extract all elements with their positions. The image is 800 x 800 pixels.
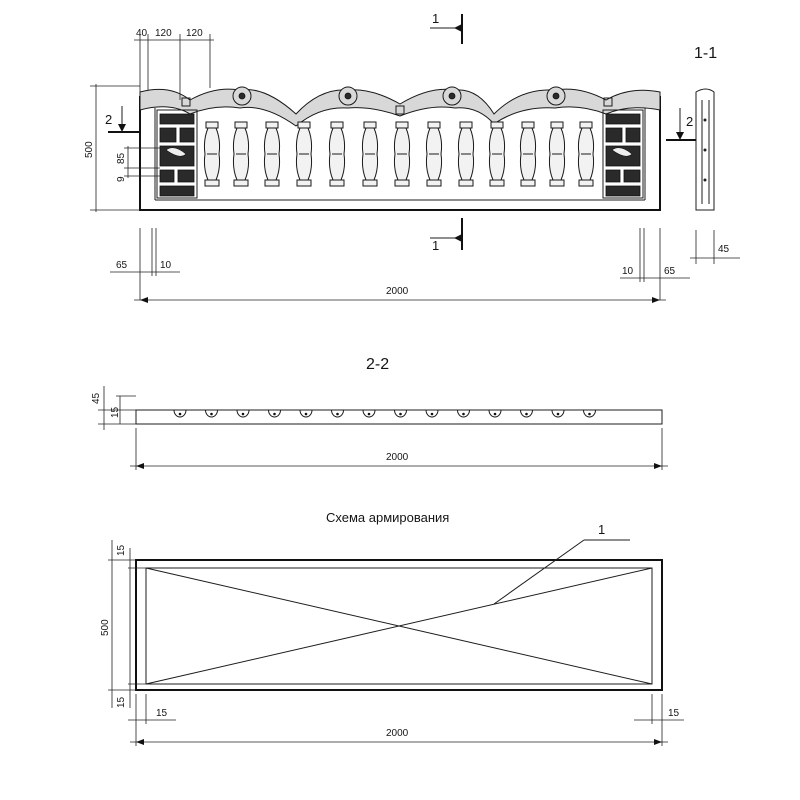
section-marker-1-top: 1 [430,11,463,44]
bottom-left-dims: 65 10 [110,228,180,300]
dim-2000-section: 2000 [386,452,409,463]
hole [520,409,533,418]
baluster [519,121,537,187]
hole [331,409,344,418]
reinforcement-bottom-dims: 15 15 [128,694,684,746]
dim-2000-elevation: 2000 [386,286,409,297]
section-marker-2-left: 2 [105,106,140,133]
rosette-3 [442,86,462,106]
hole [425,409,439,418]
section-2-2: 2-2 45 15 2000 [91,356,668,470]
reinforcement-inner-frame [145,567,653,685]
reinforcement-title: Схема армирования [326,510,449,525]
hole-row [173,409,596,418]
baluster [263,121,281,187]
hole [551,409,565,418]
dim-85: 85 [116,152,127,164]
hole [268,409,281,418]
dim-10-left: 10 [160,260,172,271]
baluster [393,121,411,187]
garland-square-2 [395,105,405,115]
hole [488,409,502,418]
dim-15-top: 15 [116,544,127,556]
marker-2-left-label: 2 [105,112,112,127]
dim-15-right: 15 [668,708,680,719]
callout-1-label: 1 [598,522,605,537]
side-profile [695,88,715,211]
dim-15-bottom: 15 [116,696,127,708]
hole [362,409,376,418]
baluster [361,121,379,187]
hole [583,409,596,418]
dim-9: 9 [116,176,127,182]
dim-45-profile: 45 [718,244,730,255]
top-garland [139,88,661,127]
reinforcement-scheme: Схема армирования 1 15 500 15 [100,510,684,746]
top-dimension-chain: 40 120 120 [134,28,214,100]
baluster [488,121,506,187]
dim-500-reinforcement: 500 [100,619,111,636]
overall-length-dim-1: 2000 [134,286,666,303]
reinforcement-outer-frame [135,559,663,691]
rosette-4 [546,86,566,106]
panel-outline [139,96,661,211]
dim-500: 500 [84,141,95,158]
garland-square-1 [181,97,191,107]
marker-1-bottom-label: 1 [432,238,439,253]
hole [394,409,407,418]
dim-45-section: 45 [91,392,102,404]
dim-2000-reinforcement: 2000 [386,728,409,739]
baluster [548,121,566,187]
left-stone-pillar [156,109,198,199]
rosette-1 [232,86,252,106]
rosette-2 [338,86,358,106]
baluster [328,121,346,187]
baluster-row [203,121,595,187]
section-2-2-slab [135,409,663,425]
fence-panel-elevation: 1 1 2 2 1-1 [84,11,740,303]
hole [205,409,218,418]
baluster [203,121,221,187]
overall-length-dim-3: 2000 [130,728,668,745]
baluster [425,121,443,187]
side-profile-dim: 45 [690,230,740,264]
dim-120-a: 120 [155,28,172,39]
left-dimension-chain: 500 85 9 [84,84,160,212]
dim-120-b: 120 [186,28,203,39]
hole [457,409,470,418]
baluster [577,121,595,187]
dim-15-section: 15 [110,406,121,418]
reinforcement-left-dims: 15 500 15 [100,540,146,708]
baluster [232,121,250,187]
dim-15-left: 15 [156,708,168,719]
hole [173,409,187,418]
section-marker-2-right: 2 [666,108,696,141]
marker-2-right-label: 2 [686,114,693,129]
overall-length-dim-2: 2000 [130,428,668,470]
baluster [295,121,313,187]
section-marker-1-bottom: 1 [430,218,463,253]
dim-40: 40 [136,28,148,39]
rebar-diagonal-2 [145,567,653,685]
section-title-2-2: 2-2 [366,356,389,373]
hole [299,409,313,418]
callout-1: 1 [493,522,630,605]
marker-1-top-label: 1 [432,11,439,26]
hole [236,409,250,418]
dim-10-right: 10 [622,266,634,277]
section-2-2-left-dims: 45 15 [91,386,136,430]
bottom-right-dims: 10 65 [620,228,690,300]
dim-65-right: 65 [664,266,676,277]
baluster [457,121,475,187]
section-title-1-1: 1-1 [694,45,717,62]
right-stone-pillar [602,109,644,199]
dim-65-left: 65 [116,260,128,271]
garland-square-3 [603,97,613,107]
